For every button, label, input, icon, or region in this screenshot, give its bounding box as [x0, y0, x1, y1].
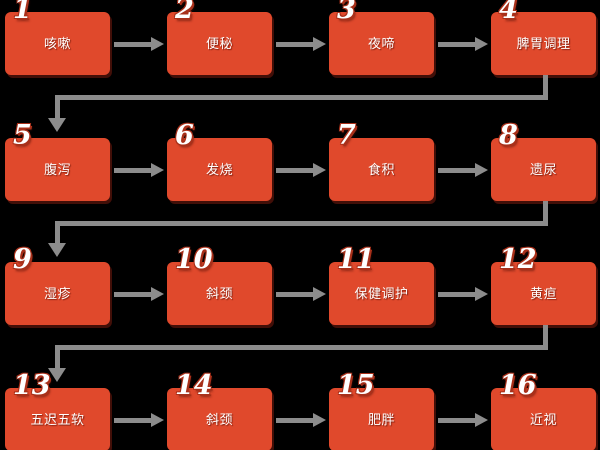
flow-node-label-5: 腹泻 — [43, 162, 71, 178]
connector-arrow-3-to-4 — [438, 34, 488, 54]
flow-node-index-9: 9 — [13, 244, 32, 275]
flow-node-label-11: 保健调护 — [354, 286, 409, 302]
flow-node-label-9: 湿疹 — [43, 286, 71, 302]
flow-node-label-8: 遗尿 — [529, 162, 557, 178]
connector-wrap-12-to-13-arrowhead — [48, 368, 66, 382]
connector-wrap-12-to-13-down-left — [55, 345, 60, 370]
flow-node-index-10: 10 — [175, 244, 213, 275]
flow-node-14[interactable]: 14 斜颈 — [167, 372, 272, 450]
flow-node-label-6: 发烧 — [205, 162, 233, 178]
connector-arrow-5-to-6 — [114, 160, 164, 180]
flow-node-2[interactable]: 2 便秘 — [167, 0, 272, 75]
flow-node-7[interactable]: 7 食积 — [329, 122, 434, 201]
flow-node-6[interactable]: 6 发烧 — [167, 122, 272, 201]
flow-node-index-16: 16 — [499, 370, 537, 401]
connector-wrap-12-to-13-horizontal — [55, 345, 548, 350]
connector-wrap-4-to-5-down-right — [543, 75, 548, 100]
connector-wrap-4-to-5-arrowhead — [48, 118, 66, 132]
flow-node-8[interactable]: 8 遗尿 — [491, 122, 596, 201]
connector-arrow-6-to-7 — [276, 160, 326, 180]
flow-node-index-2: 2 — [175, 0, 194, 25]
flow-node-15[interactable]: 15 肥胖 — [329, 372, 434, 450]
flow-node-index-12: 12 — [499, 244, 537, 275]
flow-node-index-6: 6 — [175, 120, 194, 151]
connector-arrow-14-to-15 — [276, 410, 326, 430]
flow-node-5[interactable]: 5 腹泻 — [5, 122, 110, 201]
flow-node-16[interactable]: 16 近视 — [491, 372, 596, 450]
flow-node-index-13: 13 — [13, 370, 51, 401]
flow-node-label-16: 近视 — [529, 412, 557, 428]
connector-arrow-2-to-3 — [276, 34, 326, 54]
flow-node-index-3: 3 — [337, 0, 356, 25]
flow-node-label-1: 咳嗽 — [43, 36, 71, 52]
connector-wrap-8-to-9-horizontal — [55, 221, 548, 226]
flow-node-label-7: 食积 — [367, 162, 395, 178]
flow-node-index-15: 15 — [337, 370, 375, 401]
flow-node-label-3: 夜啼 — [367, 36, 395, 52]
connector-wrap-12-to-13-down-right — [543, 325, 548, 350]
flow-node-label-10: 斜颈 — [205, 286, 233, 302]
flow-node-9[interactable]: 9 湿疹 — [5, 246, 110, 325]
connector-wrap-4-to-5-down-left — [55, 95, 60, 120]
flow-node-index-8: 8 — [499, 120, 518, 151]
connector-wrap-8-to-9-down-right — [543, 201, 548, 226]
connector-wrap-4-to-5-horizontal — [55, 95, 548, 100]
flow-node-index-4: 4 — [499, 0, 518, 25]
connector-arrow-10-to-11 — [276, 284, 326, 304]
flow-node-3[interactable]: 3 夜啼 — [329, 0, 434, 75]
connector-arrow-7-to-8 — [438, 160, 488, 180]
flow-node-11[interactable]: 11 保健调护 — [329, 246, 434, 325]
flow-node-label-2: 便秘 — [205, 36, 233, 52]
flow-node-13[interactable]: 13 五迟五软 — [5, 372, 110, 450]
flow-node-label-14: 斜颈 — [205, 412, 233, 428]
connector-arrow-13-to-14 — [114, 410, 164, 430]
flow-node-index-5: 5 — [13, 120, 32, 151]
flow-node-1[interactable]: 1 咳嗽 — [5, 0, 110, 75]
connector-wrap-8-to-9-down-left — [55, 221, 60, 245]
connector-wrap-8-to-9-arrowhead — [48, 243, 66, 257]
connector-arrow-9-to-10 — [114, 284, 164, 304]
connector-arrow-1-to-2 — [114, 34, 164, 54]
flow-node-label-4: 脾胃调理 — [516, 36, 571, 52]
flow-node-10[interactable]: 10 斜颈 — [167, 246, 272, 325]
connector-arrow-11-to-12 — [438, 284, 488, 304]
flow-node-4[interactable]: 4 脾胃调理 — [491, 0, 596, 75]
flow-node-label-15: 肥胖 — [367, 412, 395, 428]
flow-node-12[interactable]: 12 黄疸 — [491, 246, 596, 325]
flow-node-label-12: 黄疸 — [529, 286, 557, 302]
connector-arrow-15-to-16 — [438, 410, 488, 430]
flow-node-index-11: 11 — [337, 244, 375, 275]
flow-node-index-1: 1 — [13, 0, 32, 25]
flow-node-index-14: 14 — [175, 370, 213, 401]
flow-node-index-7: 7 — [337, 120, 356, 151]
flow-node-label-13: 五迟五软 — [30, 412, 85, 428]
